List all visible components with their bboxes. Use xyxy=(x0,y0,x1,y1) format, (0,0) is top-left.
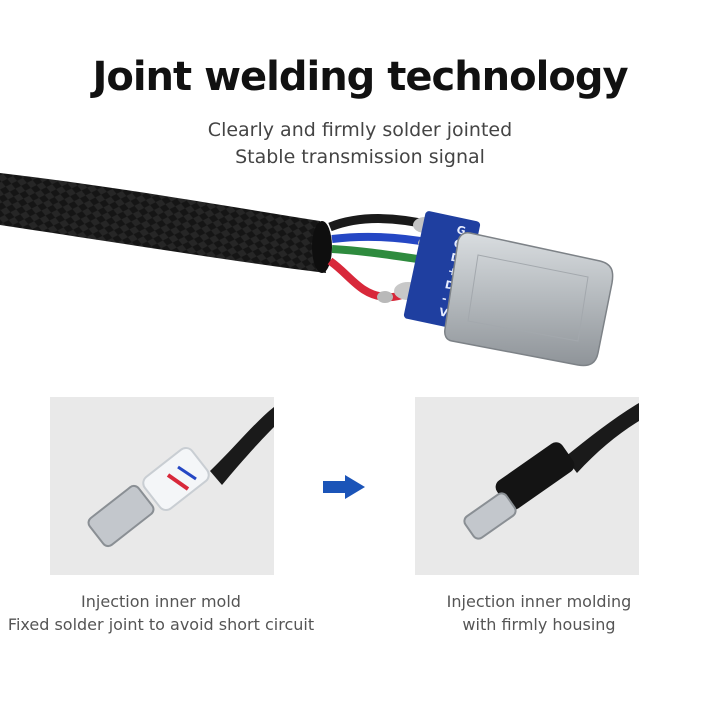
subtitle-line-2: Stable transmission signal xyxy=(235,146,485,168)
usb-c-shell xyxy=(444,232,614,367)
molded-housing-photo xyxy=(415,397,639,575)
left-caption-line-1: Injection inner mold xyxy=(81,592,241,611)
wire-blue xyxy=(331,232,433,247)
page-title: Joint welding technology xyxy=(92,54,628,100)
pcb-marking: + xyxy=(447,264,459,279)
pcb-marking: D xyxy=(444,278,456,293)
subtitle-line-1: Clearly and firmly solder jointed xyxy=(207,119,513,141)
pcb-marking: G xyxy=(455,223,467,238)
inner-mold-illustration xyxy=(87,407,274,548)
arrow-right-icon xyxy=(323,475,365,499)
soldered-connector-illustration: G C D + D - V xyxy=(0,173,614,367)
left-caption-line-2: Fixed solder joint to avoid short circui… xyxy=(7,615,315,634)
molded-housing-illustration xyxy=(463,403,639,540)
braided-cable xyxy=(0,173,326,273)
pcb-marking: - xyxy=(441,292,448,306)
inner-mold-photo xyxy=(50,397,274,575)
right-caption-line-1: Injection inner molding xyxy=(446,592,632,611)
right-caption-line-2: with firmly housing xyxy=(462,615,616,634)
pcb-marking: V xyxy=(438,305,450,320)
